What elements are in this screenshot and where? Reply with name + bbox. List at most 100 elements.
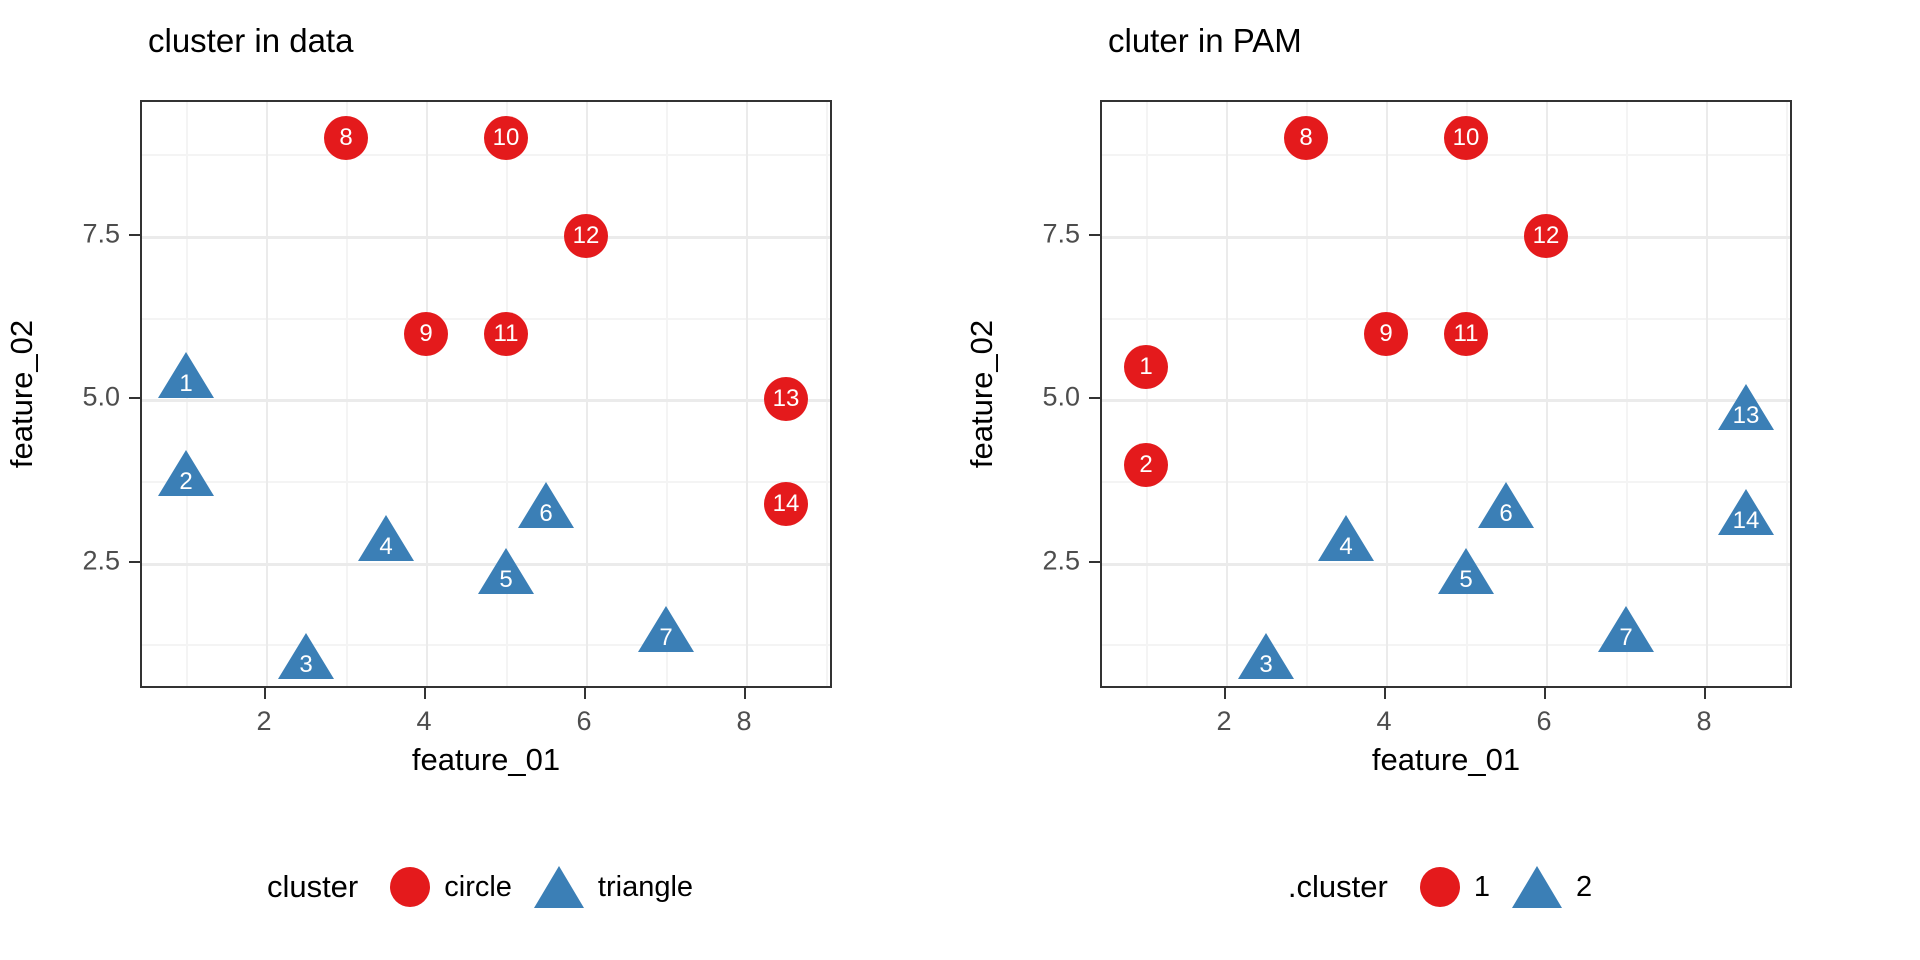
data-point[interactable]: 3 [278,632,334,679]
data-point[interactable]: 7 [638,606,694,653]
point-label: 1 [1139,352,1153,380]
gridline-horizontal-minor [1102,480,1790,483]
data-point[interactable]: 8 [1284,115,1328,160]
point-label: 6 [539,500,553,528]
data-point[interactable]: 2 [158,449,214,496]
data-point[interactable]: 9 [1364,311,1408,356]
x-tick-label: 2 [256,706,272,736]
gridline-vertical-minor [1306,102,1308,686]
legend-circle-icon [390,867,431,907]
point-circle-marker: 1 [1124,344,1168,389]
gridline-vertical-minor [666,102,668,686]
gridline-vertical-major [746,102,748,686]
x-tick-mark [264,688,266,699]
legend-key[interactable]: 2 [1511,866,1593,908]
data-point[interactable]: 5 [1438,547,1494,594]
data-point[interactable]: 13 [1718,384,1774,431]
point-triangle-marker: 5 [478,547,534,594]
legend-label: 2 [1575,870,1593,903]
legend-title: cluster [266,869,359,904]
data-point[interactable]: 1 [158,351,214,398]
point-circle-marker: 11 [484,311,528,356]
data-point[interactable]: 4 [358,514,414,561]
y-tick-label: 7.5 [1042,218,1080,249]
point-label: 7 [659,624,673,652]
data-point[interactable]: 8 [324,115,368,160]
data-point[interactable]: 14 [764,481,808,526]
legend-key[interactable]: circle [390,867,512,907]
gridline-vertical-major [1386,102,1388,686]
y-tick-mark [1089,560,1100,563]
y-axis-title: feature_02 [964,319,999,469]
data-point[interactable]: 11 [484,311,528,356]
point-label: 3 [299,650,313,678]
point-label: 5 [1459,565,1473,593]
y-tick-label: 7.5 [82,218,120,249]
gridline-horizontal-minor [142,480,830,483]
data-point[interactable]: 12 [1524,213,1568,258]
gridline-vertical-major [266,102,268,686]
point-label: 9 [1379,319,1393,347]
point-circle-marker: 13 [764,377,808,422]
point-label: 11 [493,319,519,347]
point-circle-marker: 8 [1284,115,1328,160]
y-tick-label: 5.0 [82,381,120,412]
panel-title: cluster in data [148,22,354,59]
gridline-vertical-minor [346,102,348,686]
y-tick-label: 2.5 [82,545,120,576]
point-label: 7 [1619,624,1633,652]
gridline-vertical-major [1706,102,1708,686]
y-tick-mark [129,233,140,236]
point-circle-marker: 10 [484,115,528,160]
data-point[interactable]: 1 [1124,344,1168,389]
point-label: 12 [572,221,600,249]
gridline-vertical-major [426,102,428,686]
x-tick-label: 8 [736,706,752,736]
y-tick-mark [1089,233,1100,236]
data-point[interactable]: 7 [1598,606,1654,653]
point-circle-marker: 10 [1444,115,1488,160]
data-point[interactable]: 12 [564,213,608,258]
legend-label: triangle [597,870,694,903]
point-triangle-marker: 13 [1718,384,1774,431]
point-label: 5 [499,565,513,593]
point-label: 10 [492,123,520,151]
data-point[interactable]: 4 [1318,514,1374,561]
data-point[interactable]: 2 [1124,442,1168,487]
point-triangle-marker: 3 [278,632,334,679]
gridline-vertical-major [1226,102,1228,686]
gridline-horizontal-major [1102,399,1790,403]
data-point[interactable]: 14 [1718,488,1774,535]
point-label: 8 [339,123,353,151]
point-label: 3 [1259,650,1273,678]
gridline-vertical-minor [1626,102,1628,686]
point-label: 11 [1453,319,1479,347]
legend-title: .cluster [1287,869,1388,904]
point-circle-marker: 2 [1124,442,1168,487]
point-circle-marker: 8 [324,115,368,160]
point-circle-marker: 12 [1524,213,1568,258]
data-point[interactable]: 11 [1444,311,1488,356]
data-point[interactable]: 13 [764,377,808,422]
data-point[interactable]: 6 [1478,482,1534,529]
legend-key[interactable]: 1 [1419,867,1490,907]
point-circle-marker: 9 [1364,311,1408,356]
point-circle-marker: 14 [764,481,808,526]
point-circle-marker: 11 [1444,311,1488,356]
gridline-vertical-minor [826,102,828,686]
legend-label: circle [444,870,512,903]
gridline-horizontal-minor [1102,317,1790,320]
point-triangle-marker: 6 [518,482,574,529]
data-point[interactable]: 6 [518,482,574,529]
data-point[interactable]: 10 [484,115,528,160]
data-point[interactable]: 9 [404,311,448,356]
data-point[interactable]: 5 [478,547,534,594]
legend-key[interactable]: triangle [533,866,694,908]
point-label: 6 [1499,500,1513,528]
data-point[interactable]: 10 [1444,115,1488,160]
data-point[interactable]: 3 [1238,632,1294,679]
gridline-vertical-minor [1466,102,1468,686]
